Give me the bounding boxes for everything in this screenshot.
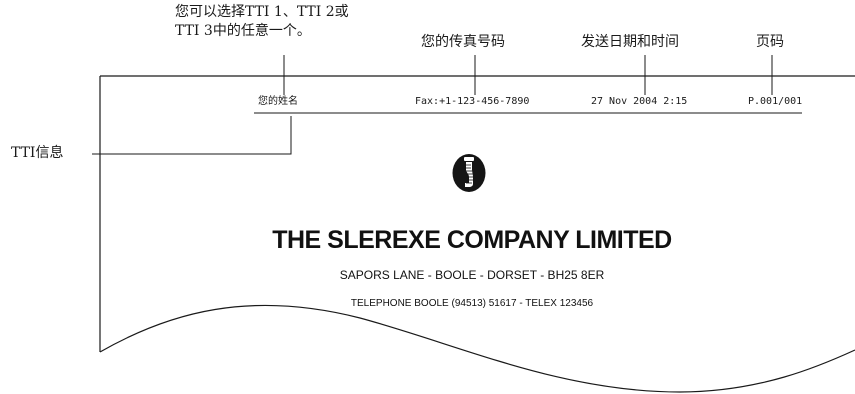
callout-fax-number: 您的传真号码 bbox=[421, 34, 505, 50]
callout-page-number: 页码 bbox=[756, 34, 784, 50]
callout-tti-info: TTI信息 bbox=[11, 145, 64, 161]
company-address: SAPORS LANE - BOOLE - DORSET - BH25 8ER bbox=[339, 268, 605, 282]
company-telephone: TELEPHONE BOOLE (94513) 51617 - TELEX 12… bbox=[350, 298, 594, 309]
fax-header-datetime: 27 Nov 2004 2:15 bbox=[591, 96, 688, 107]
callout-send-datetime: 发送日期和时间 bbox=[581, 34, 679, 50]
fax-header-fax-number: Fax:+1-123-456-7890 bbox=[415, 96, 530, 107]
callout-tti-choice: 您可以选择TTI 1、TTI 2或 TTI 3中的任意一个。 bbox=[175, 4, 349, 39]
fax-header-page: P.001/001 bbox=[748, 96, 803, 107]
paper-edge bbox=[99, 75, 855, 352]
fax-header-sender-name: 您的姓名 bbox=[258, 96, 298, 107]
company-name: THE SLEREXE COMPANY LIMITED bbox=[272, 226, 672, 254]
spine-emblem-icon bbox=[452, 154, 486, 192]
paper-tear-edge bbox=[99, 304, 855, 393]
leader-tti-info bbox=[92, 116, 292, 155]
